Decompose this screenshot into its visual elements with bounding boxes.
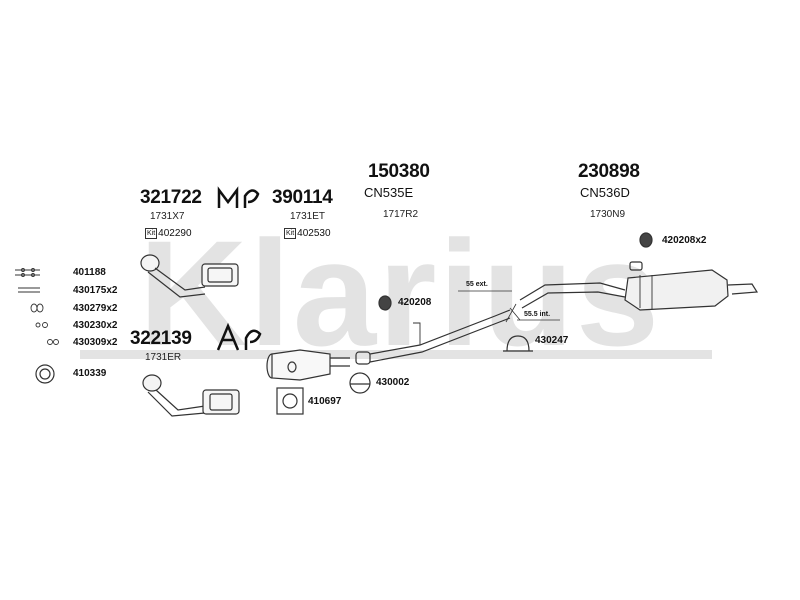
fitting-label-410697: 410697 (308, 396, 342, 407)
hardware-icons (15, 268, 59, 345)
clamp-430002 (349, 372, 371, 394)
part-code-321722: 321722 (140, 187, 202, 208)
part-code-230898: 230898 (578, 161, 640, 182)
fitting-label-430247: 430247 (535, 335, 569, 346)
hardware-label-430279x2: 430279x2 (73, 303, 118, 314)
kit-number-402530: 402530 (297, 228, 331, 239)
part-code-390114: 390114 (272, 187, 333, 208)
front-pipe-321722 (140, 254, 239, 298)
mounting-rubber-420208 (378, 295, 392, 311)
rear-silencer-230898 (519, 261, 759, 311)
fitting-label-420208: 420208 (398, 297, 432, 308)
gasket-410697 (276, 387, 304, 415)
part-code-322139: 322139 (130, 328, 192, 349)
kit-tag: Kit (145, 228, 158, 239)
model-150380: CN535E (364, 185, 414, 200)
hardware-label-401188: 401188 (73, 267, 106, 278)
clamp-430247 (503, 335, 533, 352)
mounting-icon-m (217, 186, 260, 208)
hardware-label-410339: 410339 (73, 368, 107, 379)
fitting-label-430002: 430002 (376, 377, 410, 388)
front-pipe-322139 (142, 374, 240, 417)
mounting-rubber-420208x2 (639, 232, 653, 248)
kit-402530: Kit 402530 (284, 228, 331, 239)
kit-number-402290: 402290 (158, 228, 192, 239)
hardware-label-430309x2: 430309x2 (73, 337, 118, 348)
middle-pipe (369, 303, 521, 363)
hardware-label-430230x2: 430230x2 (73, 320, 118, 331)
kit-tag: Kit (284, 228, 297, 239)
part-ref-321722: 1731X7 (150, 211, 185, 222)
catalyst-150380 (266, 349, 371, 381)
part-ref-390114: 1731ET (290, 211, 326, 222)
part-ref-230898: 1730N9 (590, 209, 626, 220)
part-ref-150380: 1717R2 (383, 209, 419, 220)
fitting-label-420208x2: 420208x2 (662, 235, 707, 246)
ring-410339 (35, 364, 55, 384)
model-230898: CN536D (580, 185, 630, 200)
part-ref-322139: 1731ER (145, 352, 182, 363)
annotation-ext: 55 ext. (466, 281, 488, 288)
annotation-int: 55.5 int. (524, 311, 551, 318)
mounting-icon-a (216, 322, 262, 351)
kit-402290: Kit 402290 (145, 228, 192, 239)
watermark-underline (80, 350, 712, 359)
part-code-150380: 150380 (368, 161, 430, 182)
hardware-label-430175x2: 430175x2 (73, 285, 118, 296)
